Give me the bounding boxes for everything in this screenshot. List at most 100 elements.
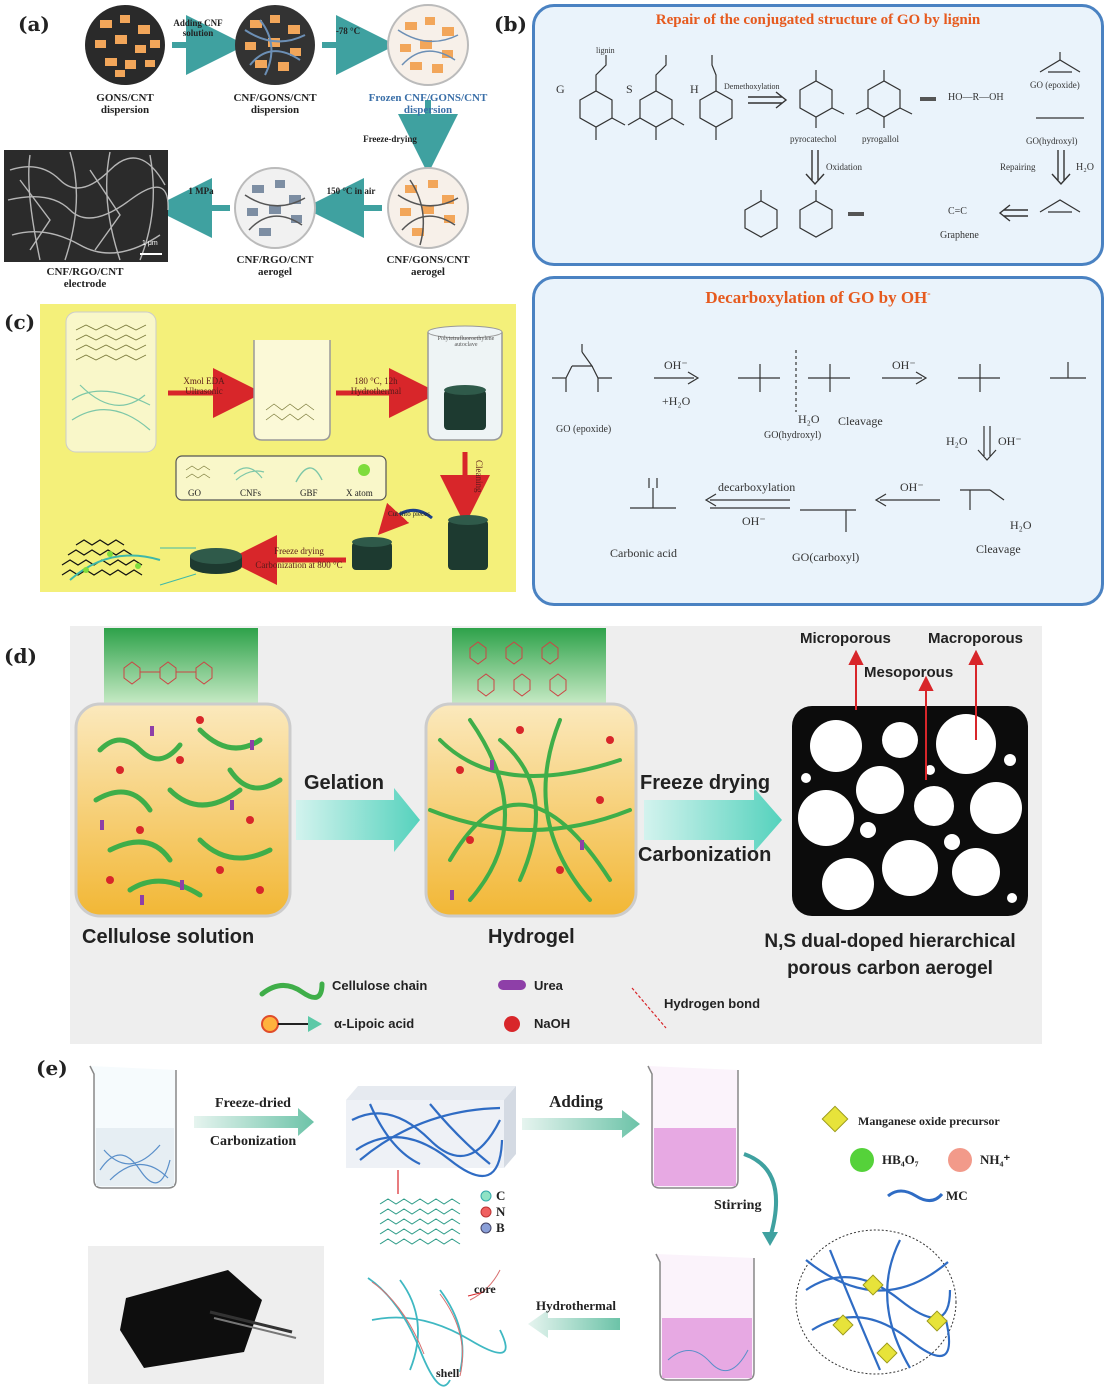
label-cnf-gons-cnt-dispersion: CNF/GONS/CNT dispersion [233,92,317,116]
d-arrow-freeze-drying: Freeze drying [640,772,771,794]
b2-cleavage-1: Cleavage [838,414,883,428]
label-go-epoxide-1: GO (epoxide) [1030,80,1080,90]
arrow-label-freeze-drying: Freeze-drying [363,134,417,144]
sem-micrograph [4,150,169,262]
b2-h2o-2: H₂O [798,412,820,426]
panel-label-d: (d) [4,644,37,668]
b2-oh-3: OH⁻ [998,434,1022,448]
e-legend-hb4o7: HB₄O₇ [882,1152,919,1167]
d-legend-cellulose: Cellulose chain [332,978,428,993]
arrow-label-150c-air: 150 °C in air [326,186,376,196]
gons-cnt-dispersion-circle [85,5,165,85]
e-atom-b: B [496,1220,505,1235]
e-legend-precursor: Manganese oxide precursor [858,1114,1000,1128]
d-step-cellulose-solution: Cellulose solution [82,926,255,948]
cnf-gons-cnt-dispersion-circle [235,5,315,85]
c-vessel-label: Polytetrafluoroethylene autoclave [437,336,495,348]
e-arrow-stirring: Stirring [714,1198,762,1213]
d-step-carbon-aerogel: N,S dual-doped hierarchical porous carbo… [764,931,1016,979]
label-ho-r-oh: HO—R—OH [948,92,1004,103]
lignin-repair-scheme [579,52,1084,238]
b2-carbonic-acid: Carbonic acid [610,546,677,560]
label-cnf-rgo-cnt-aerogel: CNF/RGO/CNT aerogel [236,254,314,278]
d-arrow-carbonization: Carbonization [638,844,772,866]
e-legend-mc: MC [946,1188,968,1203]
label-lignin-1: lignin [596,46,615,55]
panel-c-graphic [61,311,503,586]
panel-label-b: (b) [494,12,527,36]
label-h2o-b: H₂O [1076,162,1094,173]
lignin-unit-g: G [556,82,565,96]
label-repairing: Repairing [1000,162,1036,172]
c-cut-label: Cut into pieces [388,510,430,518]
label-cnf-rgo-cnt-electrode: CNF/RGO/CNT electrode [46,266,124,290]
d-legend-lipoic: α-Lipoic acid [334,1016,415,1031]
d-step-hydrogel: Hydrogel [488,926,575,948]
c-arrow1-label: Xmol EDA Ultrasonic [183,376,225,396]
decarboxylation-box [532,276,1104,606]
arrow-label-1mpa: 1 MPa [188,186,214,196]
decarboxylation-title-sup: - [927,288,931,300]
d-legend-urea: Urea [534,978,563,993]
lignin-unit-s: S [626,82,633,96]
d-legend-naoh: NaOH [534,1016,571,1031]
c-arrow2-label: 180 °C, 12h Hydrothermal [350,376,402,396]
b2-h2o-4: H₂O [1010,518,1032,532]
cnf-rgo-cnt-aerogel-circle [234,167,316,249]
label-oxidation: Oxidation [826,162,862,172]
b2-oh-2: OH⁻ [892,358,916,372]
label-pyrogallol: pyrogallol [862,134,899,144]
b2-oh-1: OH⁻ [664,358,688,372]
d-arrow-gelation: Gelation [304,772,385,794]
c-legend-x-atom: X atom [346,488,373,498]
b2-h2o-3: H₂O [946,434,968,448]
label-demethoxylation: Demethoxylation [724,82,780,91]
panel-a-graphic [4,4,469,262]
b2-h2o-1: +H₂O [662,394,691,408]
c-legend-cnfs: CNFs [240,488,262,498]
decarboxylation-title: Decarboxylation of GO by OH- [540,288,1096,308]
sem-scale-label: 1 μm [142,240,158,247]
e-legend-nh4: NH₄⁺ [980,1152,1011,1167]
arrow-label-minus78: -78 °C [335,26,361,36]
b2-go-carboxyl: GO(carboxyl) [792,550,860,564]
panel-label-a: (a) [18,12,50,36]
b2-decarboxylation: decarboxylation [718,480,796,494]
label-go-hydroxyl-1: GO(hydroxyl) [1026,136,1078,146]
cnf-gons-cnt-aerogel-circle [387,167,469,249]
decarboxylation-title-text: Decarboxylation of GO by OH [705,288,928,307]
c-cleaning-label: Cleaning [474,460,484,493]
e-arrow-adding: Adding [549,1092,603,1111]
e-label-shell: shell [436,1366,460,1380]
e-arrow-hydrothermal: Hydrothermal [536,1298,616,1313]
b2-cleavage-2: Cleavage [976,542,1021,556]
label-frozen-dispersion: Frozen CNF/GONS/CNT dispersion [368,92,488,116]
e-arrow-carbonization: Carbonization [209,1134,297,1149]
lignin-repair-title: Repair of the conjugated structure of GO… [655,12,981,28]
d-pore-mesoporous: Mesoporous [864,664,954,681]
panel-label-e: (e) [36,1056,68,1080]
lignin-repair-box [532,4,1104,266]
e-label-core: core [474,1282,496,1296]
panel-label-c: (c) [4,310,36,334]
c-legend-go: GO [188,488,201,498]
c-legend-gbf: GBF [300,488,318,498]
b2-go-epoxide: GO (epoxide) [556,424,612,435]
d-pore-microporous: Microporous [800,630,891,647]
label-pyrocatechol: pyrocatechol [790,134,837,144]
label-cnf-gons-cnt-aerogel: CNF/GONS/CNT aerogel [386,254,470,278]
arrow-label-adding-cnf: Adding CNF solution [173,18,223,38]
label-gons-cnt-dispersion: GONS/CNT dispersion [96,92,154,116]
e-atom-n: N [496,1204,506,1219]
c-freeze-label: Freeze drying Carbonization at 800 °C [255,546,343,570]
d-pore-macroporous: Macroporous [928,630,1024,647]
lignin-unit-h: H [690,82,699,96]
decarboxylation-scheme [552,344,1086,532]
panel-d-graphic [74,628,1028,1033]
frozen-dispersion-circle [387,4,469,86]
b2-go-hydroxyl-1: GO(hydroxyl) [764,430,822,441]
b2-oh-5: OH⁻ [742,514,766,528]
label-cc-bond: C=C [948,206,967,217]
label-graphene: Graphene [940,230,979,241]
